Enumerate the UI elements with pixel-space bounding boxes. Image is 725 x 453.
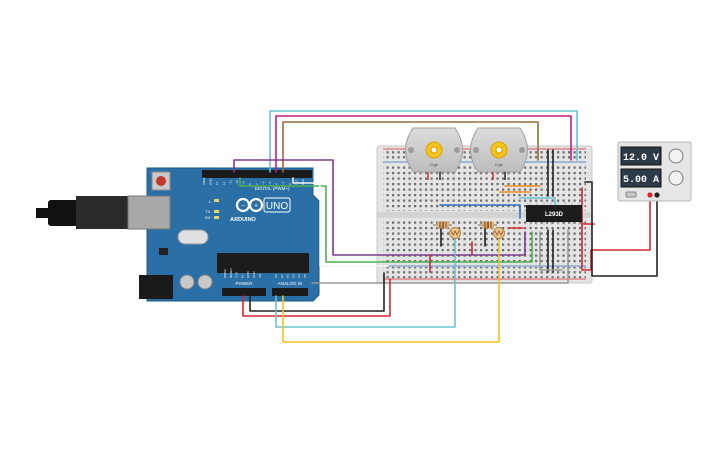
digital-pin-label: 13 bbox=[215, 181, 219, 185]
digital-pin-label: 2 bbox=[288, 183, 292, 185]
voltage-knob[interactable] bbox=[668, 148, 684, 164]
uno-logo-text: UNO bbox=[266, 201, 288, 212]
wire-yellow-a1 bbox=[282, 232, 500, 343]
current-display: 5.00 A bbox=[623, 175, 659, 186]
wires bbox=[233, 110, 658, 343]
digital-pin-label: 8 bbox=[248, 183, 252, 185]
photoresistor-1[interactable] bbox=[449, 227, 461, 239]
wire-black-right bbox=[584, 181, 658, 277]
dc-motor-2[interactable]: D-ge bbox=[470, 127, 528, 180]
power-jack bbox=[139, 275, 173, 299]
wire-purple bbox=[233, 159, 526, 256]
wire-red-power bbox=[242, 278, 391, 317]
digital-header bbox=[202, 170, 312, 178]
capacitor bbox=[179, 274, 195, 290]
power-pin-label: Vin bbox=[258, 273, 262, 278]
resistor-1[interactable] bbox=[433, 221, 452, 229]
digital-pin-label: GND bbox=[209, 178, 213, 186]
usb-cable bbox=[48, 200, 78, 226]
digital-pin-label: ~10 bbox=[235, 180, 239, 185]
analog-pin-label: A4 bbox=[297, 274, 301, 278]
wire-red-right bbox=[581, 187, 651, 271]
arduino-uno-board[interactable]: DIGITAL (PWM~) − + UNO ARDUINO L TX RX P… bbox=[36, 167, 320, 302]
arduino-brand-text: ARDUINO bbox=[230, 217, 256, 223]
wire-black-power bbox=[249, 272, 385, 312]
wire-cyan-driver bbox=[519, 197, 556, 206]
led-rx-label: RX bbox=[205, 215, 211, 220]
resistor-2[interactable] bbox=[478, 221, 497, 229]
digital-pin-label: ~6 bbox=[261, 181, 265, 185]
digital-pin-label: AREF bbox=[202, 177, 206, 185]
analog-pin-label: A1 bbox=[280, 274, 284, 278]
power-supply[interactable]: 12.0 V 5.00 A bbox=[617, 141, 692, 202]
power-pin-label: IOREF bbox=[223, 269, 227, 278]
svg-text:−: − bbox=[241, 203, 245, 210]
power-header bbox=[222, 288, 266, 296]
power-pin-label: RESET bbox=[229, 268, 233, 278]
regulator bbox=[159, 248, 168, 255]
digital-pin-label: ~9 bbox=[242, 181, 246, 185]
wire-gray bbox=[311, 229, 569, 284]
crystal bbox=[177, 229, 209, 245]
voltage-display: 12.0 V bbox=[623, 153, 659, 164]
digital-pin-label: TX1 bbox=[294, 179, 298, 185]
power-pin-label: 3.3V bbox=[235, 272, 239, 278]
digital-pin-label: RX0 bbox=[301, 179, 305, 185]
dc-motor-1[interactable]: D-ge bbox=[405, 127, 463, 180]
digital-pin-label: ~11 bbox=[228, 180, 232, 185]
power-pin-label: 5V bbox=[240, 274, 244, 278]
digital-pin-label: ~5 bbox=[268, 181, 272, 185]
l293d-driver-chip[interactable]: L293D bbox=[526, 202, 582, 225]
led-tx bbox=[214, 210, 219, 213]
wire-white bbox=[292, 177, 389, 267]
usb-connector bbox=[76, 196, 128, 229]
analog-pin-label: A2 bbox=[286, 274, 290, 278]
digital-pin-label: 12 bbox=[222, 181, 226, 185]
wire-brown-top bbox=[282, 121, 539, 173]
wire-magenta-top bbox=[275, 115, 572, 173]
driver-label: L293D bbox=[545, 212, 564, 218]
wire-green bbox=[239, 177, 533, 263]
led-l-label: L bbox=[209, 199, 212, 204]
wire-cyan-a0 bbox=[275, 232, 456, 328]
power-header-label: POWER bbox=[235, 281, 253, 286]
digital-header-label: DIGITAL (PWM~) bbox=[255, 186, 290, 191]
power-pin-label: GND bbox=[246, 271, 250, 279]
negative-terminal bbox=[654, 192, 660, 198]
capacitor bbox=[197, 274, 213, 290]
usb-cable-plug bbox=[36, 208, 50, 218]
digital-pin-label: ~3 bbox=[281, 181, 285, 185]
reset-button[interactable] bbox=[156, 176, 166, 186]
motor-2-label: D-ge bbox=[495, 163, 503, 167]
wire-gray-bb bbox=[539, 231, 563, 271]
led-rx bbox=[214, 216, 219, 219]
photoresistor-2[interactable] bbox=[493, 227, 505, 239]
wire-blue bbox=[439, 204, 521, 219]
digital-pin-label: 7 bbox=[255, 183, 259, 185]
atmega-chip bbox=[217, 253, 309, 273]
current-knob[interactable] bbox=[668, 170, 684, 186]
led-tx-label: TX bbox=[205, 209, 210, 214]
digital-pin-label: 4 bbox=[275, 183, 279, 185]
motor-1-label: D-ge bbox=[430, 163, 438, 167]
analog-pin-label: A3 bbox=[291, 274, 295, 278]
analog-header bbox=[272, 288, 308, 296]
analog-pin-label: A0 bbox=[274, 274, 278, 278]
svg-text:+: + bbox=[254, 203, 258, 210]
power-switch[interactable] bbox=[625, 191, 637, 198]
led-l bbox=[214, 199, 219, 202]
power-pin-label: GND bbox=[252, 271, 256, 279]
analog-header-label: ANALOG IN bbox=[278, 281, 303, 286]
wire-cyan-top bbox=[269, 110, 578, 173]
arduino-logo: − + bbox=[235, 197, 264, 213]
analog-pin-label: A5 bbox=[303, 274, 307, 278]
positive-terminal bbox=[647, 192, 653, 198]
